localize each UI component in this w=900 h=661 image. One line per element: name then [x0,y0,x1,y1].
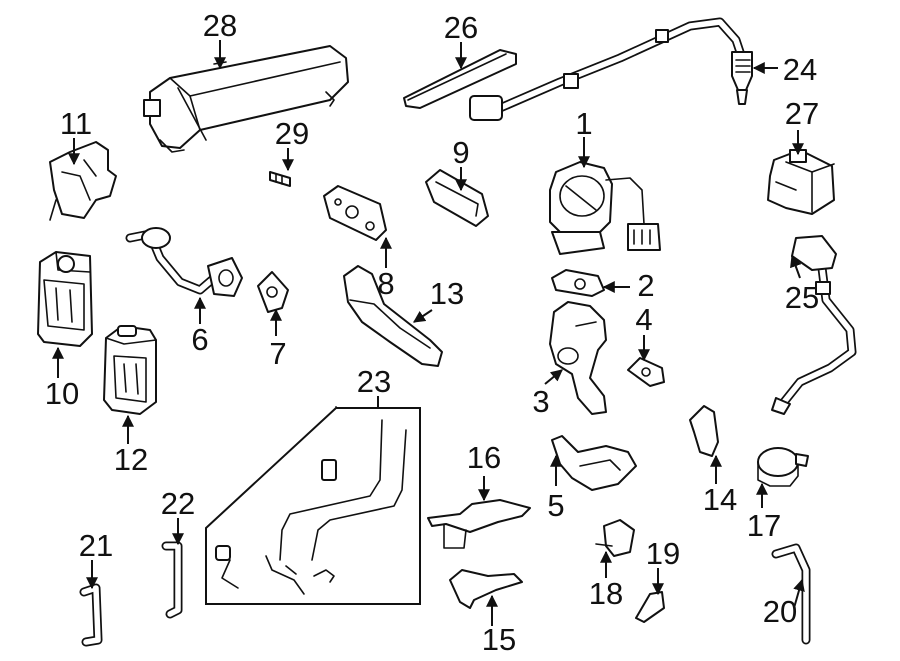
callout-3: 3 [532,384,549,419]
callout-28: 28 [203,8,237,43]
part-10-canister [37,251,93,347]
callout-22: 22 [161,486,195,521]
part-28-canister-housing [143,45,349,153]
part-25-sensor-hose [771,235,857,415]
part-5-bracket [551,435,637,491]
callout-5: 5 [547,488,564,523]
leader-lines [52,40,805,626]
callout-13: 13 [430,276,464,311]
callout-8: 8 [377,266,394,301]
part-18-sensor [595,519,635,557]
part-11-bracket [49,141,117,221]
part-1-egr-valve [549,161,661,255]
part-15-bracket [449,569,523,609]
callout-2: 2 [637,268,654,303]
callout-12: 12 [114,442,148,477]
callout-1: 1 [575,106,592,141]
part-7-flange [257,271,289,313]
callout-16: 16 [467,440,501,475]
part-23-hose-kit [205,406,421,605]
callout-10: 10 [45,376,79,411]
callout-labels: 1 2 3 4 5 6 7 8 9 10 11 12 13 14 15 16 1… [45,8,819,657]
callout-15: 15 [482,622,516,657]
callout-21: 21 [79,528,113,563]
part-2-gasket [551,269,605,297]
part-12-canister [103,325,157,415]
part-26-bracket-strip [403,49,517,109]
part-17-solenoid-valve [757,447,809,487]
callout-7: 7 [269,336,286,371]
part-21-hose [79,583,103,647]
callout-9: 9 [452,135,469,170]
callout-4: 4 [635,302,652,337]
callout-11: 11 [60,106,92,141]
part-24-oxygen-sensor [469,17,753,121]
callout-27: 27 [785,96,819,131]
callout-6: 6 [191,322,208,357]
part-4-gasket [627,357,665,387]
callout-20: 20 [763,594,797,629]
callout-18: 18 [589,576,623,611]
callout-14: 14 [703,482,737,517]
callout-24: 24 [783,52,817,87]
callout-29: 29 [275,116,309,151]
part-20-hose [771,543,811,645]
part-3-egr-adapter [549,301,607,415]
part-23-kit-outline [205,407,421,605]
part-29-bolt [269,171,291,187]
part-19-fitting [635,591,665,623]
callout-23: 23 [357,364,391,399]
part-22-hose [161,541,183,619]
part-27-solenoid [767,149,835,215]
part-6-pipe [125,227,243,297]
part-16-bracket [427,499,531,549]
part-13-intake-duct [343,265,443,367]
callout-25: 25 [785,280,819,315]
part-9-gasket [425,169,489,227]
callout-17: 17 [747,508,781,543]
part-14-switch [689,405,719,457]
part-8-gasket [323,185,387,241]
callout-26: 26 [444,10,478,45]
callout-19: 19 [646,536,680,571]
